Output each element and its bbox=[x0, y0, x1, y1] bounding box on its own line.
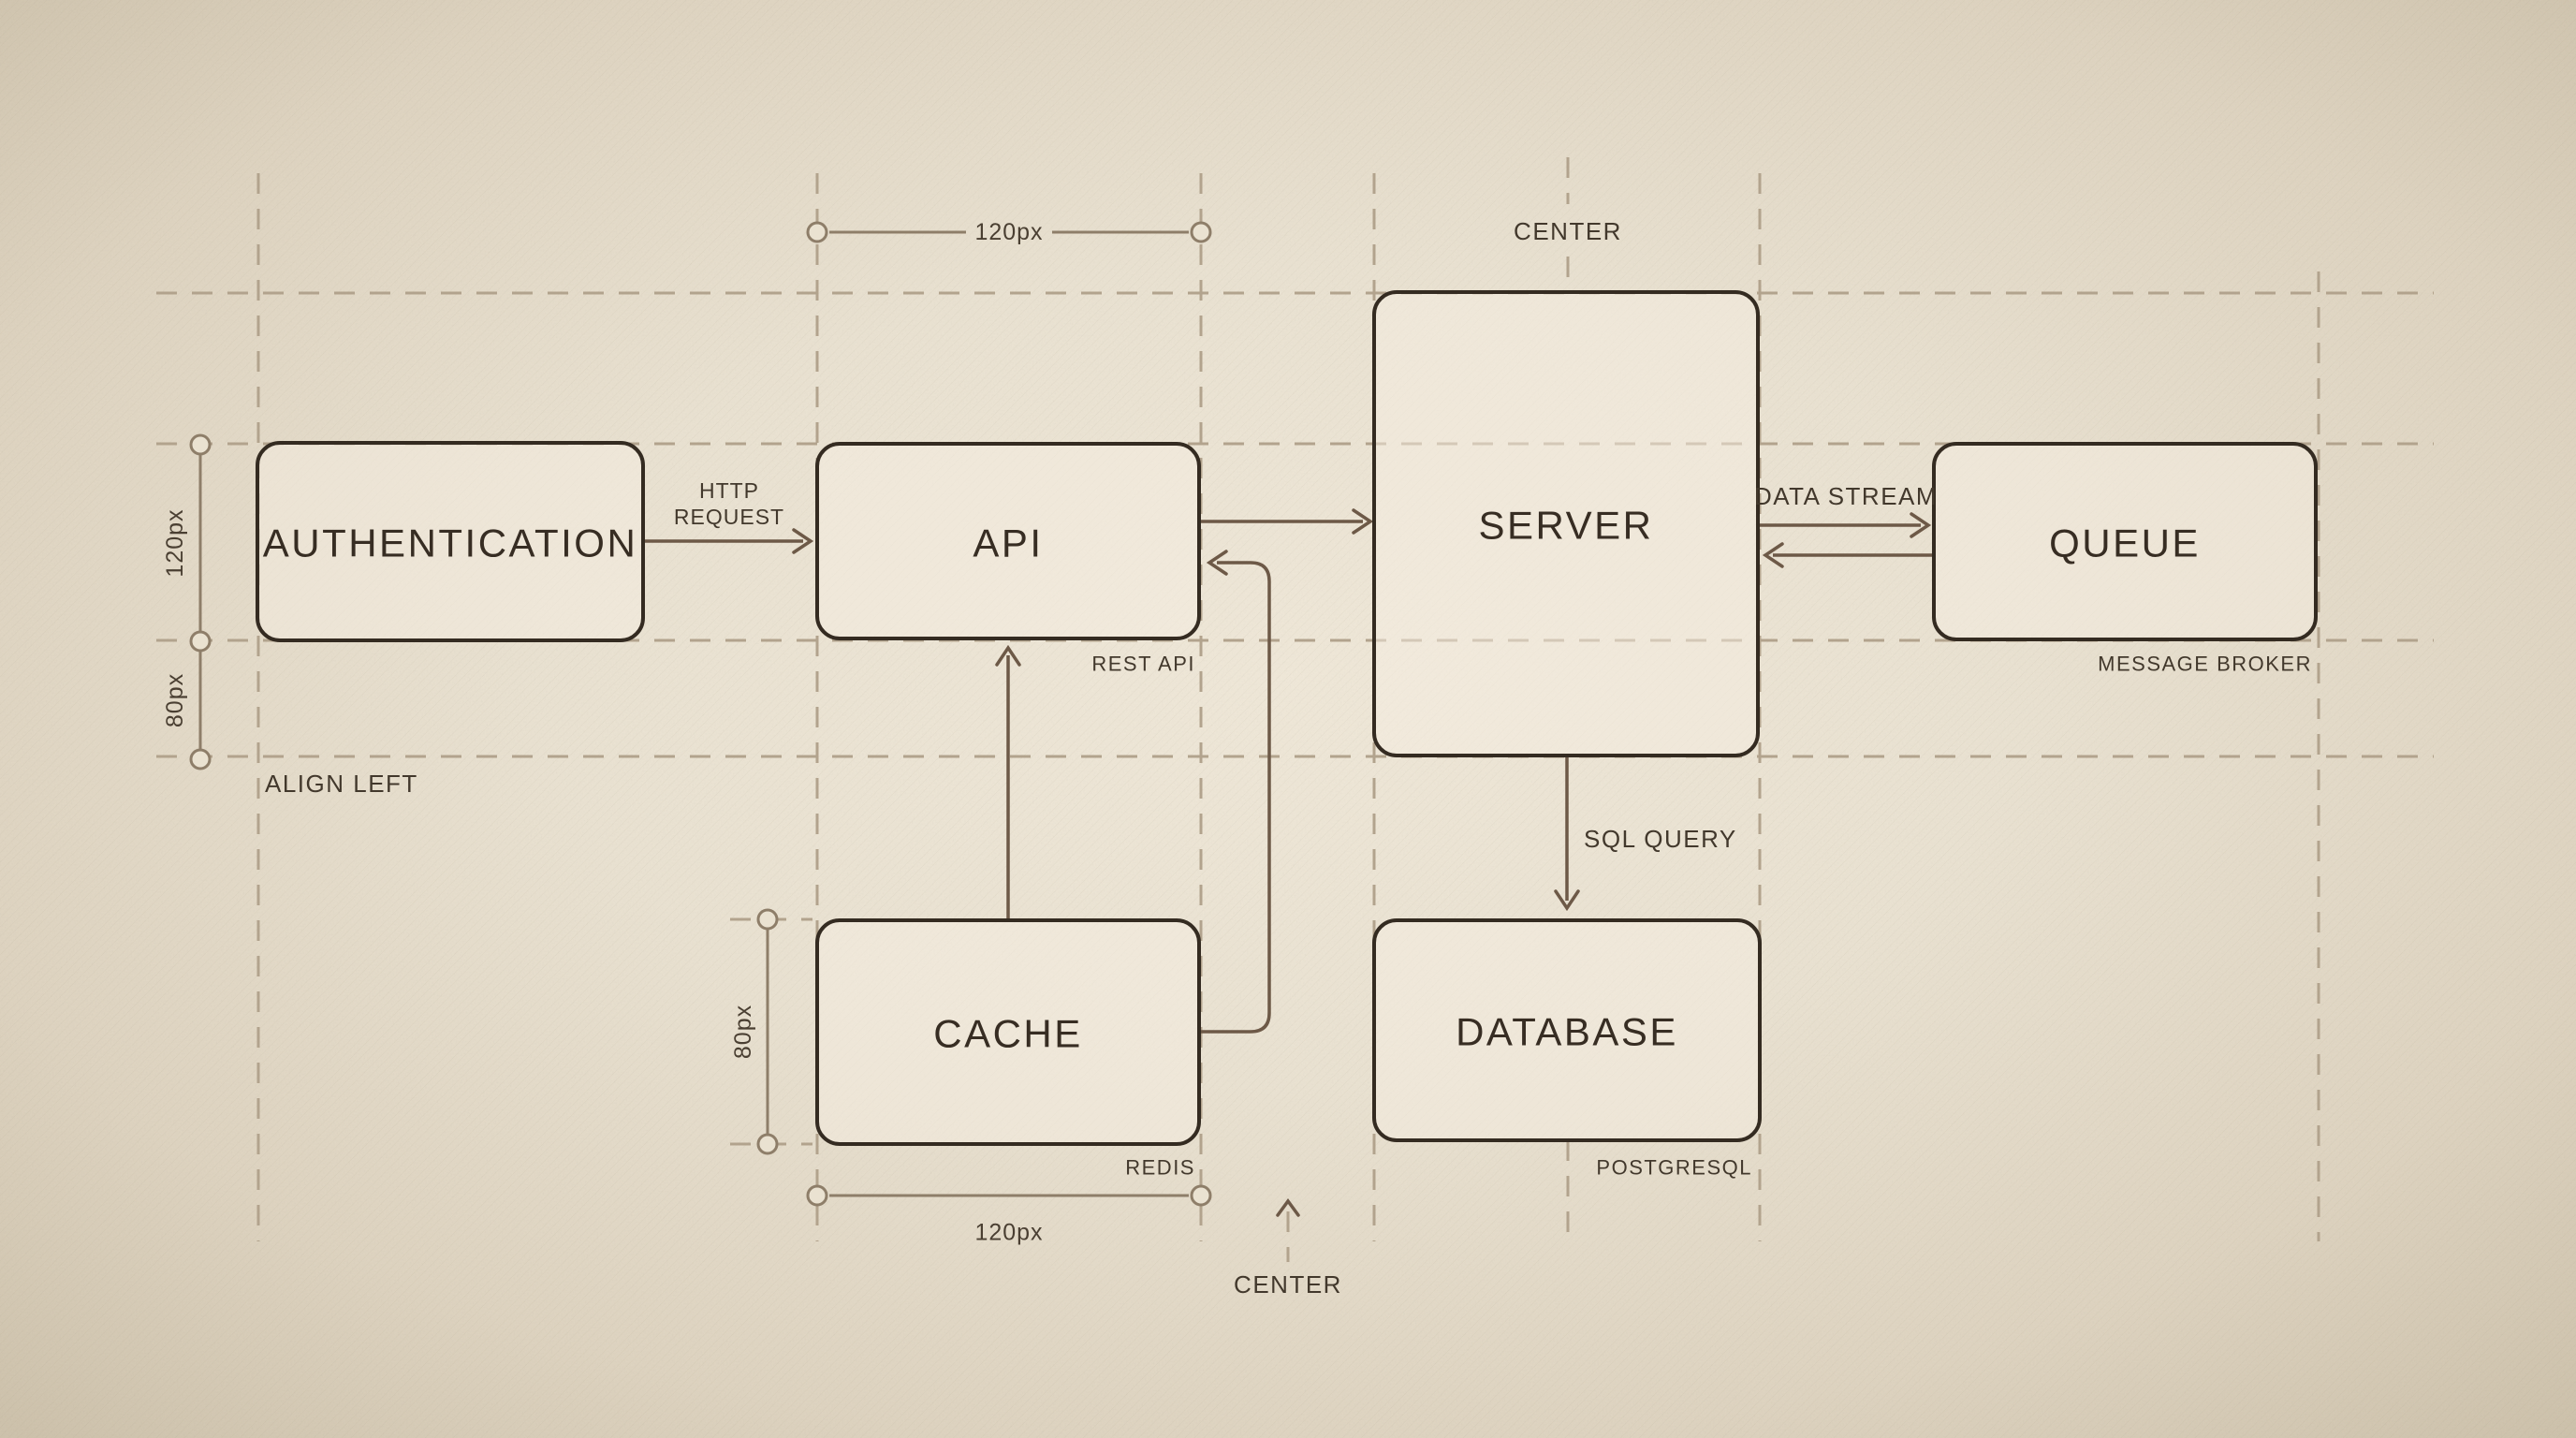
node-label-server: SERVER bbox=[1479, 504, 1654, 548]
node-label-queue: QUEUE bbox=[2049, 521, 2201, 565]
arrowhead-right-icon bbox=[1910, 512, 1932, 538]
dim-label-cache-height: 80px bbox=[730, 1005, 756, 1059]
node-sublabels: REST API MESSAGE BROKER REDIS POSTGRESQL bbox=[1091, 653, 2312, 1180]
annotation-align-left: ALIGN LEFT bbox=[265, 770, 418, 798]
alignment-annotations: CENTER CENTER ALIGN LEFT bbox=[265, 217, 1622, 1299]
sublabel-message-broker: MESSAGE BROKER bbox=[2098, 653, 2312, 676]
dim-endpoint bbox=[806, 221, 828, 243]
arrowhead-up-icon bbox=[995, 644, 1021, 667]
arrowhead-up-icon bbox=[1276, 1198, 1300, 1217]
dim-endpoint bbox=[806, 1184, 828, 1207]
annotation-center-bottom: CENTER bbox=[1234, 1270, 1342, 1299]
edge-label-request: REQUEST bbox=[674, 505, 784, 529]
sublabel-postgresql: POSTGRESQL bbox=[1596, 1156, 1752, 1180]
dim-label-left-height: 120px bbox=[162, 508, 188, 577]
node-labels: AUTHENTICATION API SERVER QUEUE CACHE DA… bbox=[263, 504, 2201, 1056]
dim-endpoint bbox=[189, 630, 212, 653]
node-api bbox=[815, 442, 1201, 640]
sublabel-redis: REDIS bbox=[1125, 1156, 1195, 1180]
sublabel-rest-api: REST API bbox=[1091, 653, 1195, 676]
edge-label-http: HTTP bbox=[699, 478, 759, 503]
dim-endpoint bbox=[1190, 221, 1212, 243]
dim-endpoint bbox=[189, 433, 212, 456]
dim-label-bottom-width: 120px bbox=[974, 1220, 1043, 1246]
edge-labels: HTTP REQUEST DATA STREAM SQL QUERY bbox=[674, 478, 1938, 853]
node-label-authentication: AUTHENTICATION bbox=[263, 521, 638, 565]
node-label-cache: CACHE bbox=[933, 1012, 1083, 1056]
connection-arrows bbox=[644, 508, 1934, 1034]
dim-label-left-offset: 80px bbox=[162, 673, 188, 727]
node-database bbox=[1372, 918, 1762, 1142]
dim-endpoint bbox=[189, 748, 212, 770]
edge-cache-to-api-return bbox=[1199, 561, 1271, 1034]
node-label-database: DATABASE bbox=[1456, 1010, 1678, 1054]
dimension-markers: 120px 120px 80px 80px 120px bbox=[162, 219, 1212, 1246]
arrowhead-down-icon bbox=[1554, 889, 1580, 912]
dim-endpoint bbox=[756, 1133, 779, 1155]
dim-endpoint bbox=[1190, 1184, 1212, 1207]
arrowhead-left-icon bbox=[1762, 542, 1784, 568]
node-authentication bbox=[256, 441, 645, 642]
node-label-api: API bbox=[973, 521, 1043, 565]
dim-label-top-width: 120px bbox=[974, 219, 1043, 245]
diagram-nodes bbox=[256, 290, 2318, 1146]
node-server bbox=[1372, 290, 1760, 757]
dim-endpoint bbox=[756, 908, 779, 931]
arrowhead-right-icon bbox=[1352, 508, 1374, 535]
edge-label-sql-query: SQL QUERY bbox=[1584, 825, 1737, 853]
node-cache bbox=[815, 918, 1201, 1146]
annotation-center-top: CENTER bbox=[1514, 217, 1622, 245]
node-queue bbox=[1932, 442, 2318, 641]
edge-label-data-stream: DATA STREAM bbox=[1754, 482, 1938, 510]
arrowhead-left-icon bbox=[1206, 550, 1228, 576]
arrowhead-right-icon bbox=[792, 528, 814, 554]
